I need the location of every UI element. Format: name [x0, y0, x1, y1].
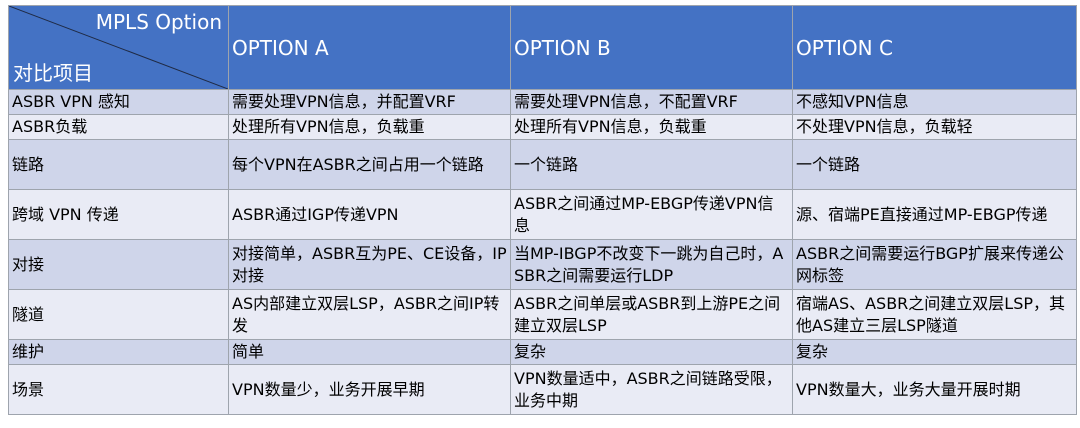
- table-row: ASBR VPN 感知 需要处理VPN信息，并配置VRF 需要处理VPN信息，不…: [8, 89, 1077, 115]
- cell-option-a: ASBR通过IGP传递VPN: [228, 189, 511, 240]
- cell-option-a: 处理所有VPN信息，负载重: [228, 114, 511, 140]
- cell-option-c: 不处理VPN信息，负载轻: [792, 114, 1077, 140]
- cell-option-c: ASBR之间需要运行BGP扩展来传递公网标签: [792, 239, 1077, 290]
- row-label: 跨域 VPN 传递: [8, 189, 229, 240]
- cell-option-c: 不感知VPN信息: [792, 89, 1077, 115]
- cell-option-b: 复杂: [510, 339, 793, 365]
- column-header-option-b: OPTION B: [510, 5, 793, 90]
- cell-option-b: 需要处理VPN信息，不配置VRF: [510, 89, 793, 115]
- cell-option-c: 宿端AS、ASBR之间建立双层LSP，其他AS建立三层LSP隧道: [792, 289, 1077, 340]
- row-label: 隧道: [8, 289, 229, 340]
- cell-option-a: 对接简单，ASBR互为PE、CE设备，IP对接: [228, 239, 511, 290]
- table-row: 隧道 AS内部建立双层LSP，ASBR之间IP转发 ASBR之间单层或ASBR到…: [8, 289, 1077, 340]
- diagonal-divider: [9, 6, 228, 89]
- cell-option-b: VPN数量适中，ASBR之间链路受限，业务中期: [510, 364, 793, 415]
- cell-option-b: 处理所有VPN信息，负载重: [510, 114, 793, 140]
- row-label: 链路: [8, 139, 229, 190]
- table-row: 链路 每个VPN在ASBR之间占用一个链路 一个链路 一个链路: [8, 139, 1077, 190]
- table-row: ASBR负载 处理所有VPN信息，负载重 处理所有VPN信息，负载重 不处理VP…: [8, 114, 1077, 140]
- cell-option-a: VPN数量少，业务开展早期: [228, 364, 511, 415]
- row-label: 维护: [8, 339, 229, 365]
- cell-option-a: 简单: [228, 339, 511, 365]
- corner-header-cell: MPLS Option 对比项目: [8, 5, 229, 90]
- row-label: ASBR VPN 感知: [8, 89, 229, 115]
- cell-option-c: 源、宿端PE直接通过MP-EBGP传递: [792, 189, 1077, 240]
- table-row: 跨域 VPN 传递 ASBR通过IGP传递VPN ASBR之间通过MP-EBGP…: [8, 189, 1077, 240]
- comparison-table: MPLS Option 对比项目 OPTION A OPTION B OPTIO…: [8, 5, 1077, 415]
- header-row: MPLS Option 对比项目 OPTION A OPTION B OPTIO…: [8, 5, 1077, 90]
- row-label: 场景: [8, 364, 229, 415]
- cell-option-b: ASBR之间通过MP-EBGP传递VPN信息: [510, 189, 793, 240]
- table-row: 维护 简单 复杂 复杂: [8, 339, 1077, 365]
- corner-bottom-label: 对比项目: [13, 61, 93, 85]
- column-header-option-a: OPTION A: [228, 5, 511, 90]
- row-label: ASBR负载: [8, 114, 229, 140]
- corner-top-label: MPLS Option: [95, 10, 222, 34]
- cell-option-b: 当MP-IBGP不改变下一跳为自己时，ASBR之间需要运行LDP: [510, 239, 793, 290]
- cell-option-c: 复杂: [792, 339, 1077, 365]
- cell-option-c: VPN数量大，业务大量开展时期: [792, 364, 1077, 415]
- table-row: 对接 对接简单，ASBR互为PE、CE设备，IP对接 当MP-IBGP不改变下一…: [8, 239, 1077, 290]
- cell-option-a: 需要处理VPN信息，并配置VRF: [228, 89, 511, 115]
- cell-option-b: ASBR之间单层或ASBR到上游PE之间建立双层LSP: [510, 289, 793, 340]
- table-row: 场景 VPN数量少，业务开展早期 VPN数量适中，ASBR之间链路受限，业务中期…: [8, 364, 1077, 415]
- cell-option-a: AS内部建立双层LSP，ASBR之间IP转发: [228, 289, 511, 340]
- cell-option-b: 一个链路: [510, 139, 793, 190]
- cell-option-c: 一个链路: [792, 139, 1077, 190]
- cell-option-a: 每个VPN在ASBR之间占用一个链路: [228, 139, 511, 190]
- row-label: 对接: [8, 239, 229, 290]
- column-header-option-c: OPTION C: [792, 5, 1077, 90]
